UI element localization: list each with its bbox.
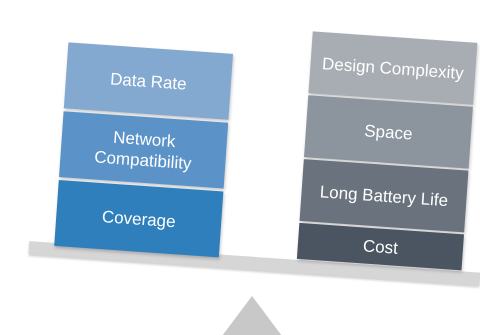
network-compatibility-box: Network Compatibility xyxy=(59,111,229,189)
left-stack: Data Rate Network Compatibility Coverage xyxy=(19,0,480,258)
space-box: Space xyxy=(303,95,473,169)
fulcrum-triangle xyxy=(216,296,288,335)
design-complexity-box: Design Complexity xyxy=(308,31,478,105)
long-battery-life-label: Long Battery Life xyxy=(319,181,449,210)
data-rate-label: Data Rate xyxy=(109,68,188,94)
design-complexity-label: Design Complexity xyxy=(321,53,465,83)
right-stack: Design Complexity Space Long Battery Lif… xyxy=(19,0,480,271)
network-compatibility-label: Network Compatibility xyxy=(93,127,193,174)
space-label: Space xyxy=(363,120,414,144)
data-rate-box: Data Rate xyxy=(63,42,234,120)
coverage-label: Coverage xyxy=(101,206,177,231)
coverage-box: Coverage xyxy=(54,180,224,258)
cost-label: Cost xyxy=(362,235,399,258)
long-battery-life-box: Long Battery Life xyxy=(299,159,469,233)
